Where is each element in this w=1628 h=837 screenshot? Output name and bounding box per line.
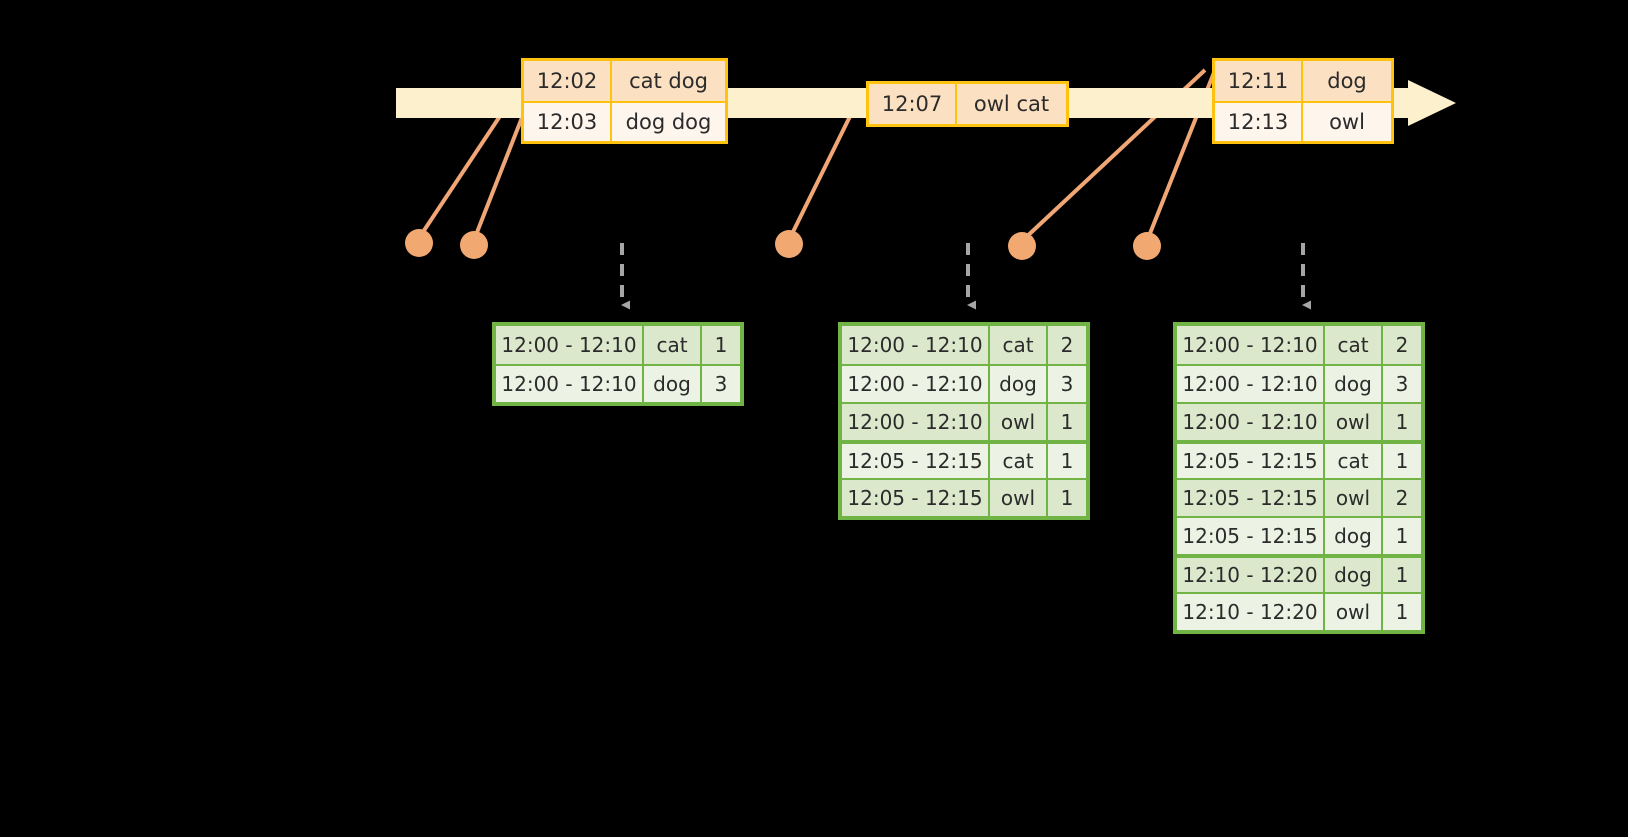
cell-key: dog [990,366,1048,402]
cell-key: cat [990,326,1048,364]
cell-window: 12:10 - 12:20 [1177,558,1325,592]
cell-key: owl [1325,404,1383,440]
event-time: 12:03 [524,103,612,141]
cell-key: cat [1325,326,1383,364]
cell-key: owl [1325,480,1383,516]
cell-window: 12:00 - 12:10 [842,326,990,364]
event-row[interactable]: 12:02 cat dog [524,61,725,101]
trigger-dot-1 [405,229,433,257]
timeline-arrowhead [1408,80,1456,126]
event-time: 12:07 [869,84,957,124]
cell-window: 12:05 - 12:15 [1177,480,1325,516]
cell-window: 12:00 - 12:10 [496,366,644,402]
trigger-dot-5 [1133,232,1161,260]
event-value: owl cat [957,84,1066,124]
cell-count: 1 [1383,558,1421,592]
cell-key: cat [990,444,1048,478]
cell-key: cat [1325,444,1383,478]
trigger-dot-group [405,229,1161,260]
event-value: owl [1303,103,1391,141]
cell-key: dog [1325,366,1383,402]
cell-count: 3 [1048,366,1086,402]
event-row[interactable]: 12:13 owl [1215,101,1391,141]
event-value: dog [1303,61,1391,101]
event-row[interactable]: 12:07 owl cat [869,84,1066,124]
cell-count: 1 [1048,404,1086,440]
cell-window: 12:05 - 12:15 [1177,444,1325,478]
emit-arrow-group [620,243,1311,310]
cell-key: owl [990,480,1048,516]
cell-key: cat [644,326,702,364]
cell-count: 1 [1048,444,1086,478]
cell-key: dog [1325,518,1383,554]
event-row[interactable]: 12:11 dog [1215,61,1391,101]
cell-key: dog [1325,558,1383,592]
cell-count: 1 [1383,594,1421,630]
cell-window: 12:00 - 12:10 [1177,366,1325,402]
event-time: 12:13 [1215,103,1303,141]
cell-count: 1 [702,326,740,364]
cell-count: 1 [1383,404,1421,440]
cell-window: 12:00 - 12:10 [842,404,990,440]
event-value: dog dog [612,103,725,141]
cell-window: 12:05 - 12:15 [842,444,990,478]
event-time: 12:11 [1215,61,1303,101]
cell-count: 1 [1383,518,1421,554]
cell-count: 3 [1383,366,1421,402]
cell-count: 2 [1383,326,1421,364]
trigger-dot-2 [460,231,488,259]
cell-count: 1 [1048,480,1086,516]
event-value: cat dog [612,61,725,101]
cell-count: 2 [1048,326,1086,364]
cell-window: 12:00 - 12:10 [1177,326,1325,364]
cell-key: owl [990,404,1048,440]
cell-window: 12:00 - 12:10 [842,366,990,402]
event-group-3[interactable]: 12:11 dog 12:13 owl [1212,58,1394,144]
cell-key: dog [644,366,702,402]
cell-window: 12:00 - 12:10 [1177,404,1325,440]
event-row[interactable]: 12:03 dog dog [524,101,725,141]
cell-count: 2 [1383,480,1421,516]
cell-window: 12:05 - 12:15 [842,480,990,516]
cell-window: 12:10 - 12:20 [1177,594,1325,630]
trigger-dot-4 [1008,232,1036,260]
event-group-1[interactable]: 12:02 cat dog 12:03 dog dog [521,58,728,144]
cell-count: 3 [702,366,740,402]
trigger-dot-3 [775,230,803,258]
event-time: 12:02 [524,61,612,101]
cell-window: 12:00 - 12:10 [496,326,644,364]
cell-count: 1 [1383,444,1421,478]
cell-window: 12:05 - 12:15 [1177,518,1325,554]
cell-key: owl [1325,594,1383,630]
event-group-2[interactable]: 12:07 owl cat [866,81,1069,127]
